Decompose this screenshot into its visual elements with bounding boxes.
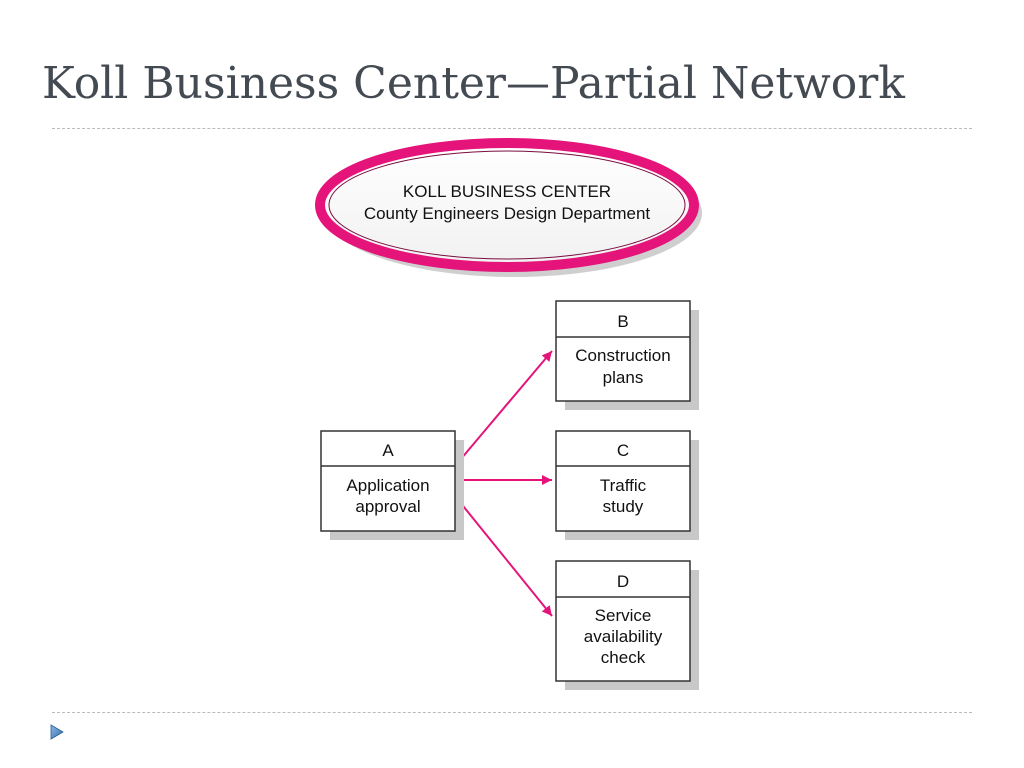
node-d-id: D — [617, 572, 629, 591]
node-d-label-line-3: check — [601, 648, 646, 667]
play-triangle-icon[interactable] — [50, 724, 64, 740]
slide-title: Koll Business Center—Partial Network — [42, 58, 905, 109]
node-c-id: C — [617, 441, 629, 460]
header-oval: KOLL BUSINESS CENTER County Engineers De… — [315, 138, 702, 277]
node-d-label-line-2: availability — [584, 627, 663, 646]
node-d: D Service availability check — [555, 560, 699, 690]
edges — [454, 350, 553, 617]
header-line-2: County Engineers Design Department — [364, 204, 651, 223]
node-c-label-line-1: Traffic — [600, 476, 647, 495]
node-a-label-line-1: Application — [346, 476, 429, 495]
node-a: A Application approval — [320, 430, 464, 540]
node-b-label-line-2: plans — [603, 368, 644, 387]
node-a-label-line-2: approval — [355, 497, 420, 516]
node-b: B Construction plans — [555, 300, 699, 410]
node-b-label-line-1: Construction — [575, 346, 670, 365]
title-divider — [52, 128, 972, 129]
header-line-1: KOLL BUSINESS CENTER — [403, 182, 611, 201]
edge-a-b — [454, 350, 553, 467]
node-d-label-line-1: Service — [595, 606, 652, 625]
node-a-id: A — [382, 441, 394, 460]
edge-a-d — [454, 495, 553, 617]
node-c: C Traffic study — [555, 430, 699, 540]
footer-divider — [52, 712, 972, 713]
node-b-id: B — [617, 312, 628, 331]
node-c-label-line-2: study — [603, 497, 644, 516]
